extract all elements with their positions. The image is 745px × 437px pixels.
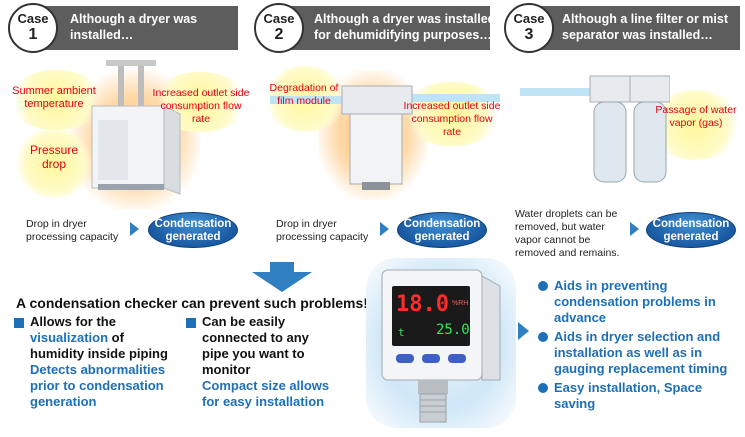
main-heading: A condensation checker can prevent such …	[16, 295, 368, 311]
feature1-text: Allows for the visualization of humidity…	[30, 314, 168, 409]
benefits-arrow	[518, 322, 529, 340]
device-unit: %RH	[452, 300, 469, 307]
down-arrow-icon	[252, 262, 312, 292]
case2-glow-b	[400, 82, 504, 146]
condensation-checker-device	[381, 269, 501, 423]
benefit2-bullet	[538, 332, 548, 342]
dryer-illustration	[91, 60, 181, 195]
case1-arrow	[130, 222, 139, 236]
case1-header-bar	[38, 6, 238, 50]
case1-badge-label: Case	[17, 11, 49, 26]
case1-badge: Case 1	[8, 3, 58, 53]
case1-glow-c	[14, 128, 94, 198]
benefit3-bullet	[538, 383, 548, 393]
case2-header-bar	[284, 6, 490, 50]
case1-badge-number: 1	[28, 26, 38, 43]
device-reading-sub: 25.0	[436, 322, 470, 338]
feature1-bullet	[14, 318, 24, 328]
case3-header-bar	[534, 6, 740, 50]
case2-badge: Case 2	[254, 3, 304, 53]
case3-title: Although a line filter or mist separator…	[562, 12, 728, 42]
device-sub-label: t	[398, 326, 405, 339]
case3-badge-label: Case	[513, 11, 545, 26]
case2-arrow	[380, 222, 389, 236]
feature2-bullet	[186, 318, 196, 328]
case3-badge: Case 3	[504, 3, 554, 53]
feature2-text: Can be easily connected to any pipe you …	[202, 314, 330, 409]
case2-badge-number: 2	[274, 26, 284, 43]
filter-illustration	[520, 75, 670, 183]
device-reading-main: 18.0	[396, 292, 449, 317]
membrane-dryer-illustration	[270, 85, 500, 190]
case1-title: Although a dryer was installed…	[70, 12, 198, 42]
case3-badge-number: 3	[524, 26, 534, 43]
case2-badge-label: Case	[263, 11, 295, 26]
case2-title: Although a dryer was installed for dehum…	[314, 12, 496, 42]
benefit1-bullet	[538, 281, 548, 291]
case3-arrow	[630, 222, 639, 236]
case1-glow-a	[6, 70, 106, 130]
